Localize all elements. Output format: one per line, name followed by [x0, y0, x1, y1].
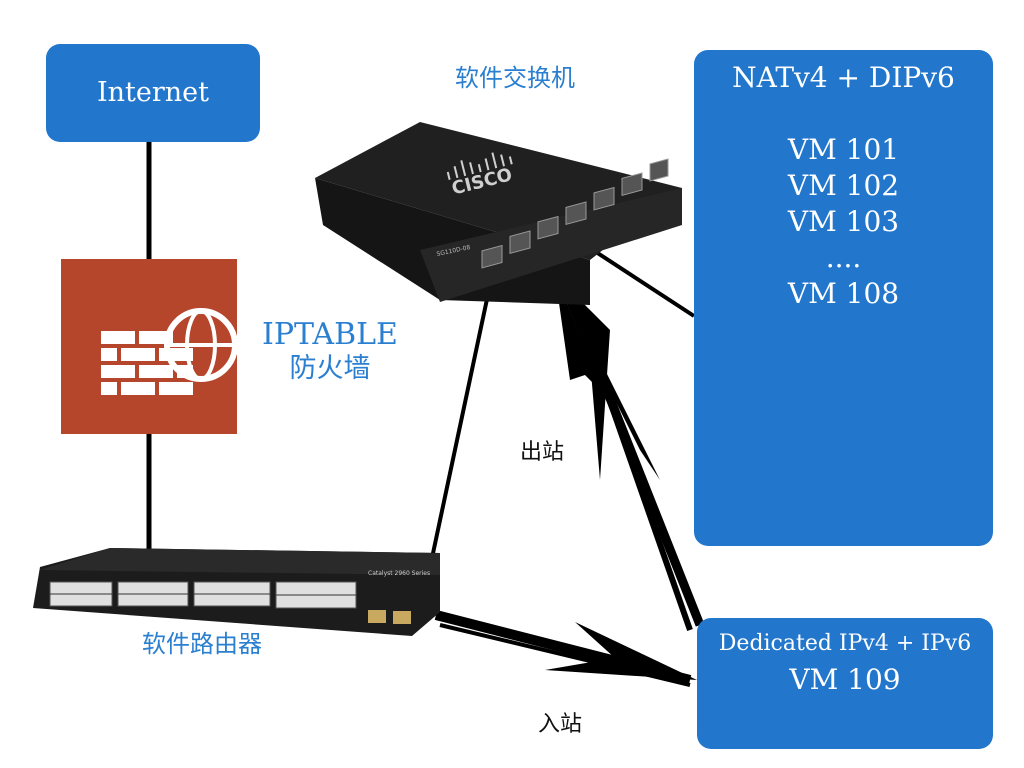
dedicated-vm: VM 109 — [789, 663, 901, 696]
inbound-label: 入站 — [538, 712, 583, 737]
vm-list-item: VM 102 — [787, 169, 900, 202]
line-router-switch — [430, 284, 492, 559]
line-switch-nat — [594, 250, 696, 318]
internet-label: Internet — [96, 77, 209, 108]
firewall-label: IPTABLE 防火墙 — [262, 318, 398, 386]
software-router-label: 软件路由器 — [142, 630, 262, 658]
outbound-arrows — [555, 275, 705, 631]
vm-list-item: VM 101 — [787, 133, 900, 166]
firewall-label-line2: 防火墙 — [289, 353, 371, 384]
firewall-label-line1: IPTABLE — [262, 317, 398, 352]
nat-group-title: NATv4 + DIPv6 — [732, 61, 955, 94]
dedicated-title: Dedicated IPv4 + IPv6 — [718, 631, 972, 656]
firewall-node — [61, 259, 238, 434]
software-switch-label: 软件交换机 — [455, 64, 575, 92]
vm-list-item: VM 108 — [787, 277, 900, 310]
vm-list-ellipsis: .... — [825, 241, 862, 274]
firewall-icon — [101, 308, 238, 395]
vm-list-item: VM 103 — [787, 205, 900, 238]
nat-group-node: NATv4 + DIPv6 VM 101 VM 102 VM 103 .... … — [694, 50, 993, 546]
outbound-label: 出站 — [520, 440, 565, 465]
internet-node: Internet — [46, 44, 260, 142]
inbound-arrows — [434, 610, 697, 687]
router-model-label: Catalyst 2960 Series — [368, 570, 430, 577]
dedicated-node: Dedicated IPv4 + IPv6 VM 109 — [697, 618, 993, 749]
